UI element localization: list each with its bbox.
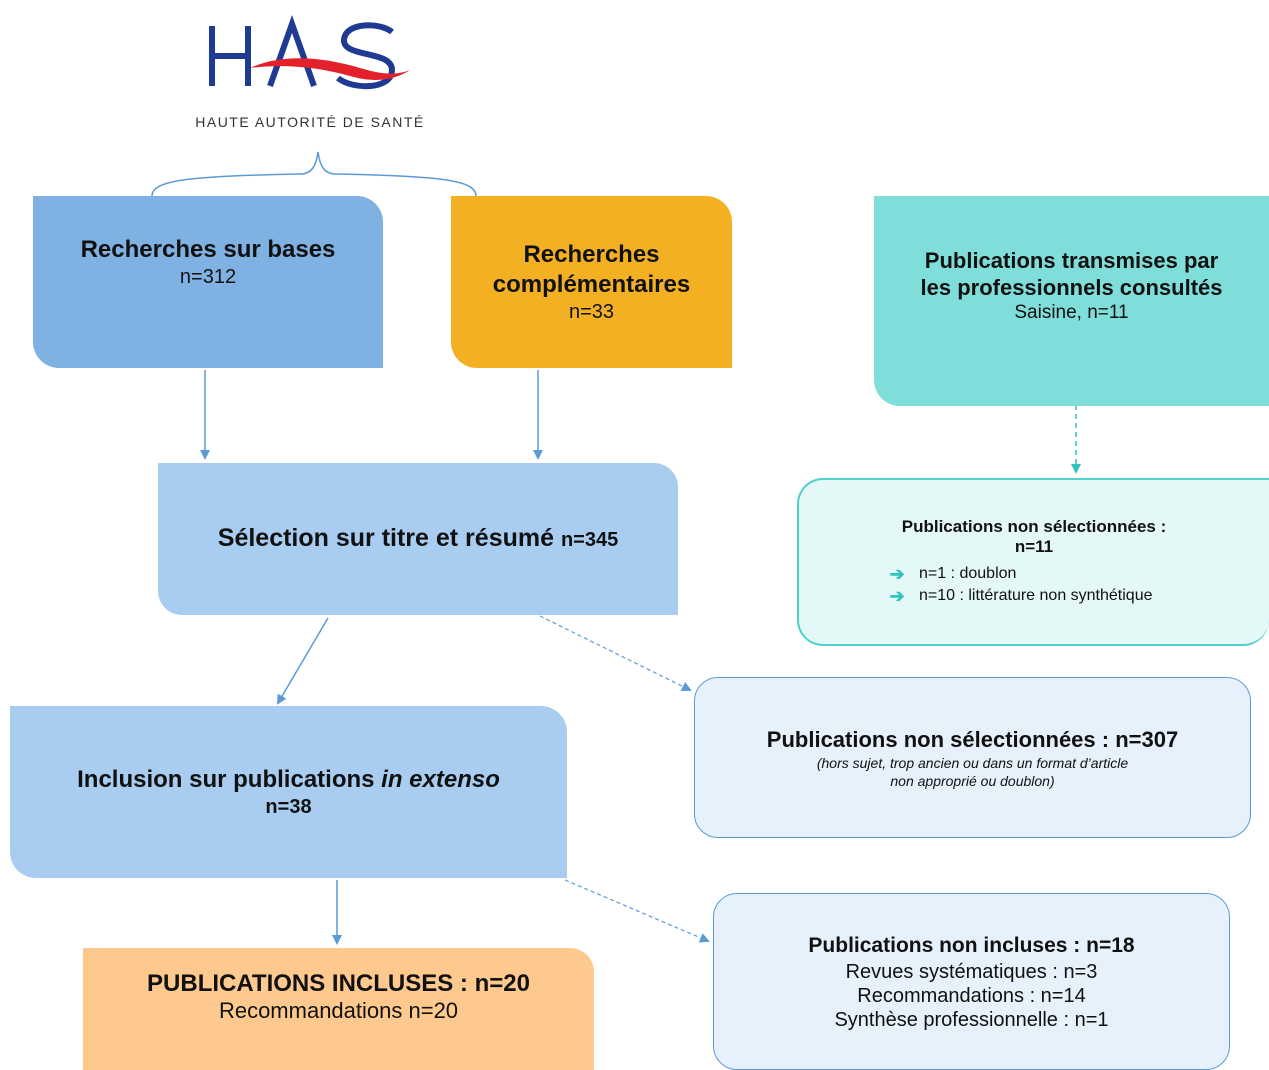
nonsel11-item-text: n=10 : littérature non synthétique: [919, 587, 1153, 604]
selection-count: n=345: [560, 529, 619, 551]
compl-title-line1: Recherches: [523, 241, 660, 268]
nonsel11-list: ➔ n=1 : doublon ➔ n=10 : littérature non…: [809, 563, 1153, 607]
compl-count: n=33: [568, 301, 615, 323]
has-logo: HAUTE AUTORITÉ DE SANTÉ: [130, 10, 490, 150]
noninclus-line: Recommandations : n=14: [857, 984, 1086, 1007]
list-item: ➔ n=1 : doublon: [875, 563, 1153, 585]
box-recherches-bases: Recherches sur bases n=312: [33, 196, 383, 368]
box-non-selectionnees-307: Publications non sélectionnées : n=307 (…: [694, 677, 1251, 838]
nonsel11-item-text: n=1 : doublon: [919, 565, 1017, 582]
box-publications-transmises: Publications transmises par les professi…: [874, 196, 1269, 406]
arrow-inclusion-to-noninclus: [564, 879, 710, 943]
noninclus-line: Revues systématiques : n=3: [845, 960, 1098, 983]
arrow-right-icon: ➔: [889, 586, 905, 606]
bases-count: n=312: [179, 266, 237, 288]
transmises-title-line2: les professionnels consultés: [920, 275, 1223, 300]
logo-subtitle: HAUTE AUTORITÉ DE SANTÉ: [195, 114, 425, 130]
transmises-title-line1: Publications transmises par: [924, 248, 1219, 273]
transmises-detail: Saisine, n=11: [1014, 302, 1129, 323]
incluses-title: PUBLICATIONS INCLUSES : n=20: [147, 970, 530, 997]
inclusion-title-italic: in extenso: [381, 766, 500, 793]
nonsel11-count: n=11: [1014, 537, 1054, 556]
nonsel307-note-line2: non approprié ou doublon): [890, 772, 1055, 789]
inclusion-count: n=38: [265, 796, 312, 818]
nonsel307-title: Publications non sélectionnées : n=307: [766, 726, 1179, 752]
nonsel11-title: Publications non sélectionnées :: [901, 517, 1167, 536]
nonsel307-note-line1: (hors sujet, trop ancien ou dans un form…: [816, 754, 1129, 771]
arrow-selection-to-nonsel307: [539, 615, 692, 691]
box-non-selectionnees-11: Publications non sélectionnées : n=11 ➔ …: [797, 478, 1269, 646]
selection-title: Sélection sur titre et résumé: [217, 524, 554, 552]
has-logo-graphic: [209, 15, 410, 90]
arrow-right-icon: ➔: [889, 564, 905, 584]
box-publications-incluses: PUBLICATIONS INCLUSES : n=20 Recommandat…: [83, 948, 594, 1070]
bases-title: Recherches sur bases: [80, 236, 336, 263]
logo-brace: [151, 151, 477, 197]
box-selection: Sélection sur titre et résumé n=345: [158, 463, 678, 615]
incluses-detail: Recommandations n=20: [218, 998, 459, 1023]
arrow-selection-to-inclusion: [276, 617, 329, 705]
list-item: ➔ n=10 : littérature non synthétique: [875, 585, 1153, 607]
box-inclusion: Inclusion sur publications in extenso n=…: [10, 706, 567, 878]
inclusion-title: Inclusion sur publications: [77, 766, 375, 793]
selection-title-row: Sélection sur titre et résumé n=345: [218, 523, 618, 555]
box-non-incluses: Publications non incluses : n=18 Revues …: [713, 893, 1230, 1070]
noninclus-title: Publications non incluses : n=18: [808, 933, 1135, 957]
box-recherches-complementaires: Recherches complémentaires n=33: [451, 196, 732, 368]
noninclus-line: Synthèse professionnelle : n=1: [834, 1008, 1109, 1031]
inclusion-title-row: Inclusion sur publications in extenso: [77, 765, 500, 795]
compl-title-line2: complémentaires: [492, 271, 691, 298]
